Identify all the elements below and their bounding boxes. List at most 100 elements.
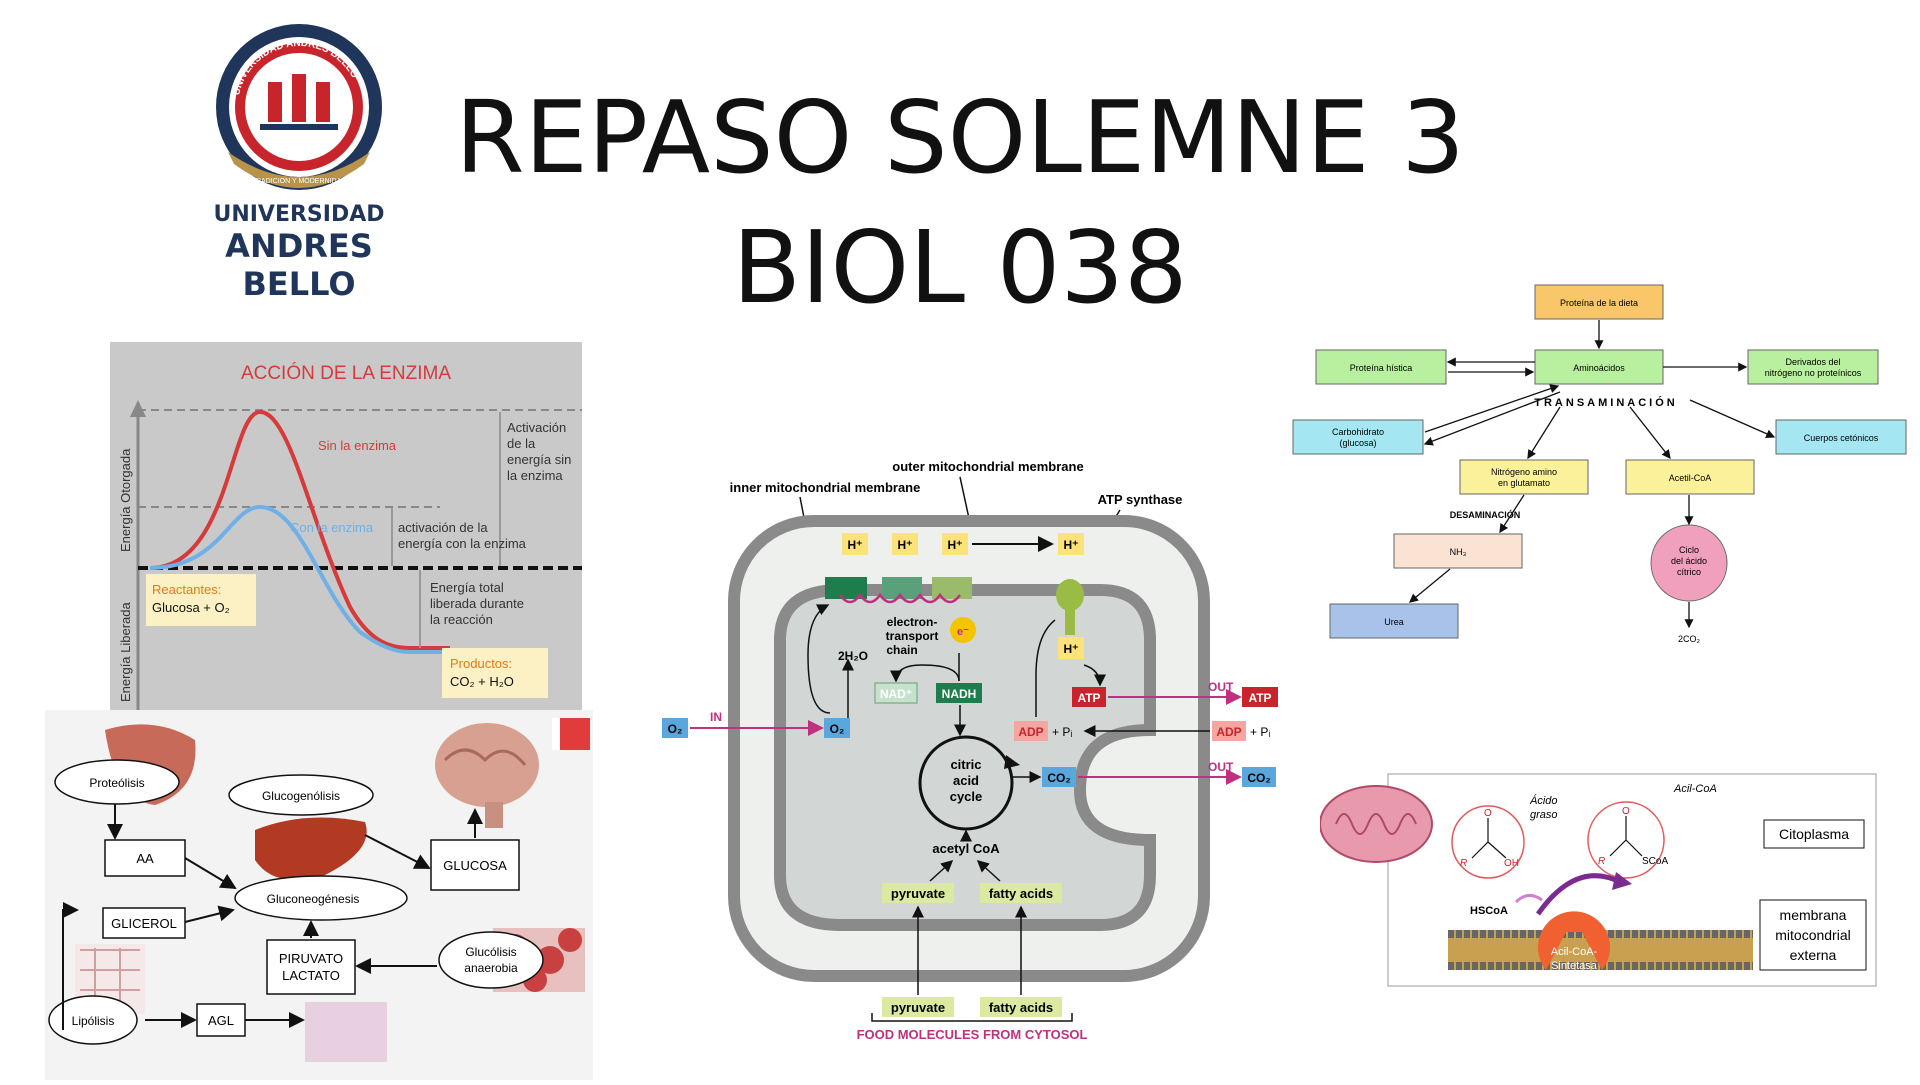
label-transamination: TRANSAMINACIÓN	[1534, 396, 1677, 409]
reactants-value: Glucosa + O₂	[152, 600, 230, 615]
pi-outside: + Pᵢ	[1250, 725, 1270, 739]
y-label-upper: Energía Otorgada	[118, 448, 133, 552]
node-glucogenolisis: Glucogenólisis	[262, 789, 340, 803]
node-co2: 2CO₂	[1678, 634, 1701, 644]
label-outer-membrane: outer mitochondrial membrane	[892, 459, 1083, 474]
node-agl: AGL	[208, 1013, 234, 1028]
complex-iv-icon	[932, 577, 972, 599]
pi-inside: + Pᵢ	[1052, 725, 1072, 739]
h-ion-1: H⁺	[848, 538, 863, 552]
university-seal-icon: UNIVERSIDAD ANDRES BELLO TRADICION Y MOD…	[216, 24, 382, 190]
out-label-co2: OUT	[1208, 760, 1234, 774]
amino-acid-flowchart: Proteína de la dieta Proteína hística Am…	[1290, 282, 1910, 652]
fatty-acids-inside: fatty acids	[989, 886, 1053, 901]
in-label: IN	[710, 710, 722, 724]
electron-icon	[950, 617, 976, 643]
citric-acid-cycle-icon	[918, 735, 1014, 831]
mitochondria-diagram: outer mitochondrial membrane inner mitoc…	[660, 455, 1300, 1055]
reactants-title: Reactantes:	[152, 582, 221, 597]
node-gluconeogenesis: Gluconeogénesis	[267, 892, 360, 906]
node-ketone-bodies: Cuerpos cetónicos	[1804, 433, 1879, 443]
fatty-acids-cytosol: fatty acids	[989, 1000, 1053, 1015]
fatty-acid-o: O	[1484, 808, 1492, 819]
atp-outside: ATP	[1248, 691, 1271, 705]
acetyl-coa-label: acetyl CoA	[932, 841, 1000, 856]
node-tissue-protein: Proteína hística	[1350, 363, 1413, 373]
water-label: 2H₂O	[838, 649, 868, 663]
h-ion-5: H⁺	[1064, 642, 1079, 656]
o2-inside: O₂	[830, 722, 845, 736]
electron-label: e⁻	[957, 626, 969, 638]
node-aa: AA	[136, 851, 154, 866]
co2-inside: CO₂	[1047, 771, 1070, 785]
label-hscoa: HSCoA	[1470, 905, 1508, 917]
complex-i-icon	[825, 577, 867, 599]
h-ion-2: H⁺	[898, 538, 913, 552]
curve-without-enzyme	[149, 409, 450, 650]
label-activation-without: Activación de la energía sin la enzima	[507, 420, 575, 483]
atp-inside: ATP	[1077, 691, 1100, 705]
node-lipolisis: Lipólisis	[72, 1014, 115, 1028]
label-with-enzyme: Con la enzima	[290, 520, 374, 535]
node-amino-acids: Aminoácidos	[1573, 363, 1625, 373]
y-label-lower: Energía Liberada	[118, 601, 133, 702]
label-atp-synthase: ATP synthase	[1098, 492, 1183, 507]
node-acetyl-coa: Acetil-CoA	[1669, 473, 1712, 483]
pyruvate-cytosol: pyruvate	[891, 1000, 945, 1015]
h-ion-3: H⁺	[948, 538, 963, 552]
muscle-tissue-icon	[305, 1002, 387, 1062]
label-cytoplasm: Citoplasma	[1779, 826, 1849, 842]
pyruvate-inside: pyruvate	[891, 886, 945, 901]
brain-icon	[435, 723, 539, 807]
node-glicerol: GLICEROL	[111, 916, 177, 931]
label-inner-membrane: inner mitochondrial membrane	[730, 480, 921, 495]
liver-icon	[255, 817, 367, 880]
logo-line2: ANDRES BELLO	[225, 227, 373, 303]
food-molecules-label: FOOD MOLECULES FROM CYTOSOL	[857, 1027, 1088, 1042]
node-proteolisis: Proteólisis	[89, 776, 144, 790]
logo-motto: TRADICION Y MODERNIDAD	[252, 178, 347, 185]
node-urea: Urea	[1384, 617, 1404, 627]
metabolism-diagram: Proteólisis Glucogenólisis Gluconeogénes…	[45, 710, 593, 1080]
label-activation-with: activación de la energía con la enzima	[398, 520, 527, 551]
nad-label: NAD⁺	[880, 687, 912, 701]
atp-synthase-icon	[1056, 579, 1084, 611]
acyl-coa-o: O	[1622, 806, 1630, 817]
co2-outside: CO₂	[1247, 771, 1270, 785]
adp-outside: ADP	[1216, 725, 1241, 739]
enzyme-action-diagram: ACCIÓN DE LA ENZIMA Energía Otorgada Ene…	[110, 342, 582, 714]
logo-line1: UNIVERSIDAD	[213, 202, 385, 227]
slide-title-line1: REPASO SOLEMNE 3	[455, 79, 1465, 196]
h-ion-4: H⁺	[1064, 538, 1079, 552]
enzyme-title: ACCIÓN DE LA ENZIMA	[241, 362, 451, 384]
label-without-enzyme: Sin la enzima	[318, 438, 397, 453]
node-carbohydrate: Carbohidrato(glucosa)	[1332, 427, 1384, 448]
products-title: Productos:	[450, 656, 512, 671]
node-nh3: NH₃	[1450, 547, 1467, 557]
label-acyl-coa: Acil-CoA	[1673, 783, 1717, 795]
node-dietary-protein: Proteína de la dieta	[1560, 298, 1638, 308]
nadh-label: NADH	[942, 687, 977, 701]
slide-title-line2: BIOL 038	[732, 209, 1188, 326]
fatty-acid-oh: OH	[1504, 858, 1519, 869]
acyl-coa-r: R	[1598, 856, 1605, 867]
university-logo: UNIVERSIDAD ANDRES BELLO TRADICION Y MOD…	[168, 12, 430, 303]
mitochondrion-icon	[1319, 785, 1433, 863]
label-total-energy: Energía total liberada durante la reacci…	[430, 580, 528, 627]
label-synthetase: Acil-CoA-Sintetasa	[1551, 946, 1598, 972]
curve-with-enzyme	[149, 504, 450, 654]
label-deamination: DESAMINACIÓN	[1450, 509, 1521, 520]
o2-outside: O₂	[668, 722, 683, 736]
products-value: CO₂ + H₂O	[450, 674, 514, 689]
complex-iii-icon	[882, 577, 922, 599]
fatty-acid-r: R	[1460, 858, 1467, 869]
